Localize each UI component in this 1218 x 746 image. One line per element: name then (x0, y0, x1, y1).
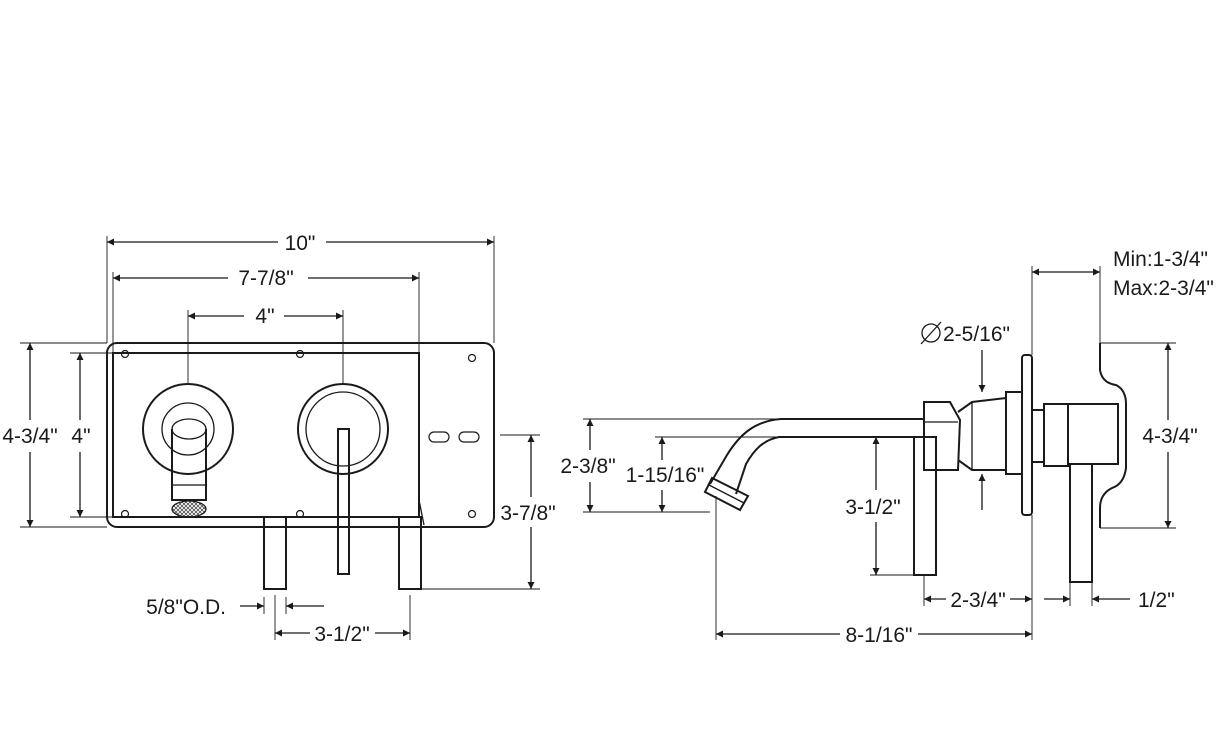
front-view: 10" 7-7/8" 4" 4-3/4" 4" 3-7/8" 5/8"O.D. … (2, 232, 555, 646)
side-extension-lines (583, 266, 1176, 640)
side-supply-pipe (1069, 463, 1093, 583)
valve-body-cover (112, 352, 420, 518)
aerator-mesh (171, 500, 207, 518)
dim-pipe-od: 5/8"O.D. (146, 596, 226, 619)
side-view: Min:1-3/4" Max:2-3/4" 2-5/16" 2-3/8" 1-1… (560, 248, 1213, 647)
dim-body-height: 4" (71, 425, 90, 448)
dim-wall-range-max: Max:2-3/4" (1113, 277, 1214, 300)
dim-pipe-extension: 1/2" (1138, 589, 1175, 612)
plate-holes (120, 349, 480, 519)
lever-handle (337, 428, 350, 575)
handle-trim-ring (305, 391, 381, 467)
dim-spout-drop: 2-3/8" (560, 455, 615, 478)
dim-wall-range-min: Min:1-3/4" (1113, 248, 1208, 271)
dim-handle-drop: 3-1/2" (845, 496, 900, 519)
mounting-plate (106, 342, 495, 528)
dim-escutcheon-diameter: 2-5/16" (943, 323, 1010, 346)
dim-plate-height: 4-3/4" (1142, 425, 1197, 448)
dim-pipe-spacing: 3-1/2" (314, 623, 369, 646)
dim-center-spacing: 4" (255, 305, 274, 328)
dim-spout-reach: 8-1/16" (846, 624, 913, 647)
spout-base-ring (161, 402, 215, 456)
spout-cone (957, 396, 1007, 471)
escutcheon-plate (1021, 354, 1033, 516)
valve-body (1067, 403, 1119, 465)
diameter-icon (921, 323, 941, 343)
dim-overall-width: 10" (285, 232, 316, 255)
spout-top-ellipse (171, 418, 207, 440)
spout-arm-bottom (735, 436, 924, 495)
side-flange (1005, 391, 1023, 475)
spout-outlet (703, 476, 750, 512)
dim-spout-to-center: 1-15/16" (626, 464, 705, 487)
mounting-bracket (1099, 343, 1127, 528)
spout-collar (923, 401, 962, 471)
dim-height-to-pipes: 3-7/8" (500, 502, 555, 525)
front-extension-lines (20, 236, 540, 640)
dim-body-depth: 2-3/4" (950, 589, 1005, 612)
spout-aerator-ring (171, 484, 207, 501)
spout-escutcheon (142, 383, 234, 475)
dim-overall-height: 4-3/4" (2, 425, 57, 448)
supply-pipe-right (398, 516, 422, 590)
dim-body-width: 7-7/8" (238, 267, 293, 290)
valve-neck (1031, 409, 1045, 463)
valve-stem (1043, 403, 1069, 467)
side-lever-handle (913, 436, 937, 576)
supply-pipe-left (263, 516, 287, 590)
